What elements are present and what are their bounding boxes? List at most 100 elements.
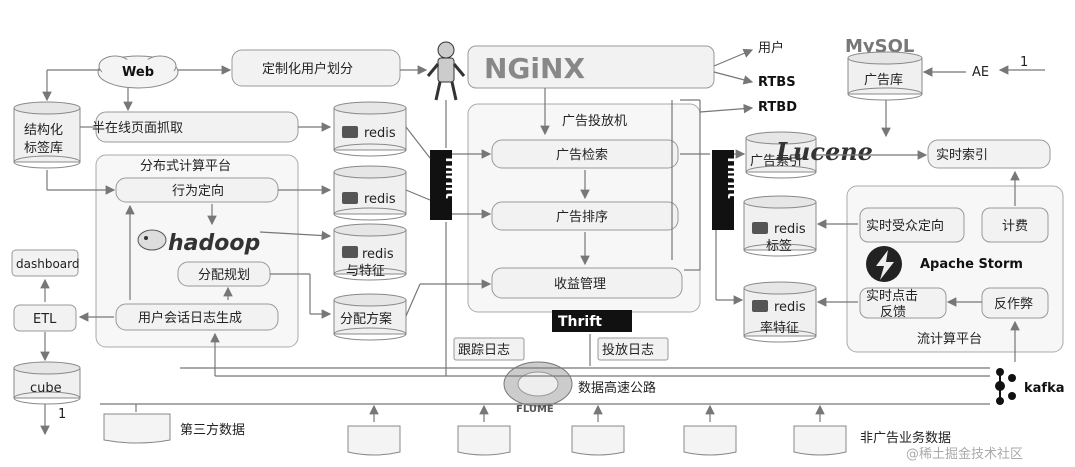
hadoop-logo: hadoop	[168, 231, 260, 256]
behavior-targeting-label: 行为定向	[172, 183, 224, 199]
redis-tag-cylinder	[743, 195, 817, 257]
redis-tag-label-2: 标签	[766, 238, 792, 254]
lucene-logo: Lucene	[775, 137, 873, 166]
redis-rate-feature-cylinder	[743, 281, 817, 343]
ad-ranking-box	[491, 201, 679, 231]
thrift-label-right: Thrift	[724, 155, 740, 199]
ad-ranking-label: 广告排序	[556, 210, 608, 225]
rtbs-label: RTBS	[758, 75, 796, 90]
allocation-scheme-label: 分配方案	[340, 311, 392, 327]
rtbd-label: RTBD	[758, 100, 797, 115]
redis-cylinder-1	[333, 101, 407, 157]
struct-tag-db-label-1: 结构化	[24, 123, 63, 138]
ad-index-label: 广告索引	[750, 154, 802, 169]
one-top-label: 1	[1020, 55, 1028, 70]
thrift-bar-right	[712, 150, 734, 230]
web-cloud: Web	[97, 55, 179, 89]
revenue-mgmt-label: 收益管理	[554, 277, 606, 292]
billing-box	[981, 207, 1049, 243]
user-person-icon	[426, 41, 466, 101]
ad-server-label: 广告投放机	[562, 113, 627, 129]
user-label: 用户	[758, 40, 784, 56]
kafka-label: kafka	[1024, 381, 1065, 396]
allocation-plan-label: 分配规划	[198, 268, 250, 283]
custom-user-label: 定制化用户划分	[262, 61, 353, 77]
realtime-audience-label: 实时受众定向	[866, 218, 944, 234]
realtime-index-label: 实时索引	[936, 148, 988, 163]
redis-icon	[342, 126, 358, 138]
thrift-bar-bottom	[552, 310, 632, 332]
nginx-logo: NGiNX	[484, 52, 585, 85]
hadoop-elephant-icon	[137, 229, 167, 251]
flume-logo-icon	[503, 361, 573, 407]
ad-retrieval-label: 广告检索	[556, 148, 608, 163]
third-party-doc-icon	[103, 413, 171, 444]
delivery-log-box	[597, 337, 669, 361]
third-party-label: 第三方数据	[180, 422, 245, 438]
data-highway-label: 数据高速公路	[578, 380, 656, 396]
session-log-label: 用户会话日志生成	[138, 310, 242, 326]
revenue-mgmt-box	[491, 267, 683, 299]
redis-rate-label-1: redis	[774, 300, 806, 315]
nginx-box	[467, 45, 715, 89]
web-label: Web	[122, 65, 154, 80]
session-log-box	[115, 303, 279, 331]
redis-feature-label-1: redis	[362, 247, 394, 262]
thrift-bar-left	[430, 150, 452, 220]
ad-index-cylinder	[745, 131, 817, 179]
redis-icon	[342, 246, 358, 258]
realtime-click-label-1: 实时点击	[866, 289, 918, 304]
non-ad-data-label: 非广告业务数据	[860, 430, 951, 446]
redis-tag-label-1: redis	[774, 222, 806, 237]
etl-label: ETL	[33, 312, 57, 327]
ae-label: AE	[972, 65, 989, 80]
distributed-platform-label: 分布式计算平台	[140, 159, 231, 174]
custom-user-box	[231, 49, 401, 87]
storm-logo-icon	[866, 246, 902, 282]
delivery-log-label: 投放日志	[602, 342, 654, 358]
billing-label: 计费	[1002, 219, 1028, 234]
flume-label: FLUME	[516, 404, 554, 415]
anti-fraud-label: 反作弊	[994, 296, 1033, 312]
realtime-click-label-2: 反馈	[880, 305, 906, 320]
dashboard-label: dashboard	[16, 257, 79, 271]
stream-platform-label: 流计算平台	[917, 332, 982, 347]
connectors	[40, 48, 1045, 436]
struct-tag-db-label-2: 标签库	[24, 140, 63, 156]
watermark: @稀土掘金技术社区	[906, 446, 1023, 462]
realtime-index-box	[927, 139, 1051, 169]
redis-feature-label-2: 与特征	[346, 264, 385, 279]
etl-box	[13, 304, 77, 332]
redis-cylinder-2	[333, 165, 407, 221]
redis-label-1: redis	[364, 126, 396, 141]
redis-icon	[342, 192, 358, 204]
anti-fraud-box	[981, 287, 1049, 319]
redis-rate-label-2: 率特征	[760, 320, 799, 336]
non-ad-doc-icons	[347, 425, 847, 456]
realtime-audience-box	[859, 207, 965, 243]
ad-db-label: 广告库	[864, 72, 903, 88]
ad-retrieval-box	[491, 139, 679, 169]
redis-feature-cylinder	[333, 223, 407, 281]
thrift-label-left: Thrift	[442, 155, 458, 199]
distributed-platform-panel	[95, 154, 299, 348]
storm-label: Apache Storm	[920, 257, 1023, 272]
allocation-scheme-cylinder	[333, 293, 407, 341]
one-bottom-label: 1	[58, 407, 66, 422]
cube-cylinder	[13, 361, 81, 405]
kafka-icon	[995, 368, 1016, 405]
trace-log-label: 跟踪日志	[458, 343, 510, 358]
dashboard-box	[11, 249, 79, 277]
cube-label: cube	[30, 381, 62, 396]
ad-db-cylinder	[847, 51, 923, 101]
redis-icon	[752, 300, 768, 312]
redis-label-2: redis	[364, 192, 396, 207]
struct-tag-db-cylinder	[13, 101, 81, 169]
semi-online-crawl-label: 半在线页面抓取	[92, 121, 183, 136]
realtime-click-box	[859, 287, 947, 319]
mysql-logo: MySQL	[845, 36, 914, 57]
thrift-label-bottom: Thrift	[558, 314, 602, 330]
redis-icon	[752, 222, 768, 234]
